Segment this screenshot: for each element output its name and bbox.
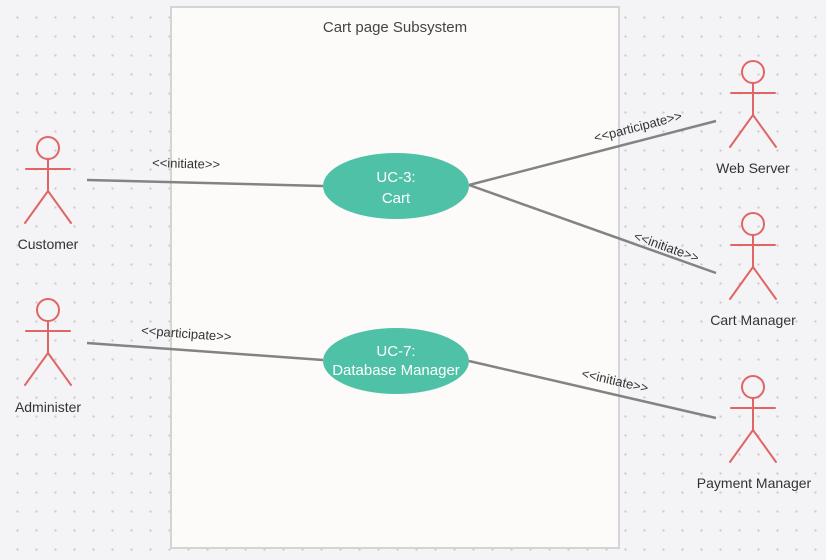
stick-figure-icon <box>729 212 777 300</box>
actor-cart-manager[interactable]: Cart Manager <box>710 212 796 328</box>
actor-label: Payment Manager <box>697 475 812 491</box>
actor-label: Cart Manager <box>710 312 796 328</box>
associations <box>86 119 717 420</box>
actor-administer[interactable]: Administer <box>15 298 81 415</box>
actor-customer[interactable]: Customer <box>18 136 79 252</box>
association-label: <<initiate>> <box>152 155 220 172</box>
system-boundary-box[interactable] <box>170 6 620 549</box>
use-case-name: Cart <box>382 190 411 207</box>
association-customer-uc3[interactable] <box>86 178 324 188</box>
actor-label: Customer <box>18 236 79 252</box>
association-label: <<participate>> <box>141 323 232 344</box>
use-case-name: Database Manager <box>332 362 460 379</box>
association-uc3-web-server[interactable] <box>468 119 717 187</box>
use-case-ellipse[interactable] <box>323 328 469 394</box>
association-uc3-cart-manager[interactable] <box>468 183 717 275</box>
actor-label: Web Server <box>716 160 790 176</box>
use-case-uc7[interactable]: UC-7: Database Manager <box>323 328 469 394</box>
system-boundary-title: Cart page Subsystem <box>323 19 467 36</box>
actor-web-server[interactable]: Web Server <box>716 60 790 176</box>
stick-figure-icon <box>24 136 72 224</box>
use-case-id: UC-7: <box>376 343 415 360</box>
stick-figure-icon <box>24 298 72 386</box>
actor-label: Administer <box>15 399 81 415</box>
stick-figure-icon <box>729 60 777 148</box>
use-case-id: UC-3: <box>376 169 415 186</box>
association-uc7-payment-manager[interactable] <box>468 359 717 420</box>
association-administer-uc7[interactable] <box>86 341 324 362</box>
system-boundary[interactable]: Cart page Subsystem <box>170 6 620 549</box>
use-case-ellipse[interactable] <box>323 153 469 219</box>
use-case-uc3[interactable]: UC-3: Cart <box>323 153 469 219</box>
actor-payment-manager[interactable]: Payment Manager <box>697 375 812 491</box>
stick-figure-icon <box>729 375 777 463</box>
